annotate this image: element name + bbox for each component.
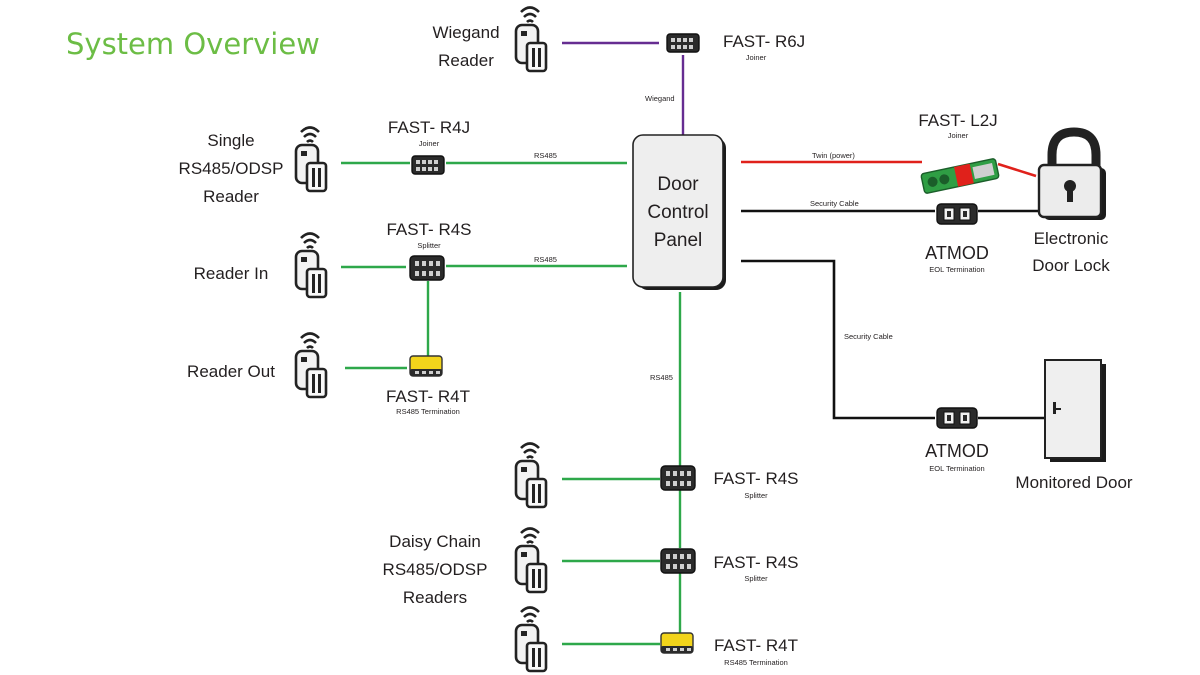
- atmod-door-sublabel: EOL Termination: [929, 464, 984, 473]
- monitored-door-icon: [1044, 359, 1106, 462]
- chain-reader-3-icon: [514, 606, 548, 673]
- single-reader-label-2: RS485/ODSP: [179, 159, 284, 178]
- lock-label-1: Electronic: [1034, 229, 1109, 248]
- chain-reader-1-icon: [514, 442, 548, 509]
- single-reader-icon: [294, 126, 328, 193]
- fast-r6j-sublabel: Joiner: [746, 53, 767, 62]
- security-lock-wire-label: Security Cable: [810, 199, 859, 208]
- fast-r4j-sublabel: Joiner: [419, 139, 440, 148]
- rs485-single-wire-label: RS485: [534, 151, 557, 160]
- security-door-wire-label: Security Cable: [844, 332, 893, 341]
- reader-in-icon: [294, 232, 328, 299]
- chain-splitter-1-sublabel: Splitter: [744, 491, 768, 500]
- fast-r6j-icon: [666, 33, 700, 53]
- daisy-chain-label-2: RS485/ODSP: [383, 560, 488, 579]
- svg-text:Panel: Panel: [654, 230, 703, 251]
- daisy-chain-label-1: Daisy Chain: [389, 532, 481, 551]
- fast-r4j-icon: [411, 155, 445, 175]
- rs485-in-wire-label: RS485: [534, 255, 557, 264]
- atmod-lock-icon: [936, 203, 978, 225]
- reader-out-icon: [294, 332, 328, 399]
- daisy-chain-label-3: Readers: [403, 588, 467, 607]
- fast-r4t-sublabel: RS485 Termination: [396, 407, 460, 416]
- wiegand-reader-label-1: Wiegand: [432, 23, 499, 42]
- svg-text:Control: Control: [647, 202, 708, 223]
- wiegand-wire-label: Wiegand: [645, 94, 675, 103]
- rs485-down-wire-label: RS485: [650, 373, 673, 382]
- monitored-door-label: Monitored Door: [1015, 473, 1133, 492]
- wiegand-reader-icon: [514, 6, 548, 73]
- power-wire-label: Twin (power): [812, 151, 855, 160]
- fast-l2j-label: FAST- L2J: [918, 111, 997, 130]
- chain-terminator-label: FAST- R4T: [714, 636, 798, 655]
- wiegand-reader-label-2: Reader: [438, 51, 494, 70]
- fast-r4s-label: FAST- R4S: [386, 220, 471, 239]
- chain-splitter-2-label: FAST- R4S: [713, 553, 798, 572]
- chain-terminator-icon: [660, 632, 694, 654]
- power-wire-lock: [997, 162, 1037, 178]
- atmod-door-label: ATMOD: [925, 441, 989, 461]
- single-reader-label-1: Single: [207, 131, 254, 150]
- chain-terminator-sublabel: RS485 Termination: [724, 658, 788, 667]
- svg-text:Door: Door: [657, 174, 699, 195]
- fast-r4s-sublabel: Splitter: [417, 241, 441, 250]
- chain-splitter-2-sublabel: Splitter: [744, 574, 768, 583]
- chain-reader-2-icon: [514, 527, 548, 594]
- lock-label-2: Door Lock: [1032, 256, 1110, 275]
- chain-splitter-1-icon: [660, 465, 696, 491]
- chain-splitter-1-label: FAST- R4S: [713, 469, 798, 488]
- fast-l2j-sublabel: Joiner: [948, 131, 969, 140]
- reader-in-label: Reader In: [194, 264, 269, 283]
- padlock-icon: [1037, 127, 1106, 220]
- single-reader-label-3: Reader: [203, 187, 259, 206]
- atmod-door-icon: [936, 407, 978, 429]
- fast-r4t-label: FAST- R4T: [386, 387, 470, 406]
- fast-r4t-terminator-icon: [409, 355, 443, 377]
- fast-r6j-label: FAST- R6J: [723, 32, 805, 51]
- security-wire-door: [741, 259, 935, 420]
- page-title: System Overview: [66, 27, 320, 61]
- chain-splitter-2-icon: [660, 548, 696, 574]
- reader-out-label: Reader Out: [187, 362, 275, 381]
- atmod-lock-label: ATMOD: [925, 243, 989, 263]
- door-control-panel: Door Control Panel: [632, 134, 726, 290]
- fast-l2j-joiner-icon: [920, 158, 1000, 194]
- atmod-lock-sublabel: EOL Termination: [929, 265, 984, 274]
- fast-r4j-label: FAST- R4J: [388, 118, 470, 137]
- fast-r4s-splitter-icon: [409, 255, 445, 281]
